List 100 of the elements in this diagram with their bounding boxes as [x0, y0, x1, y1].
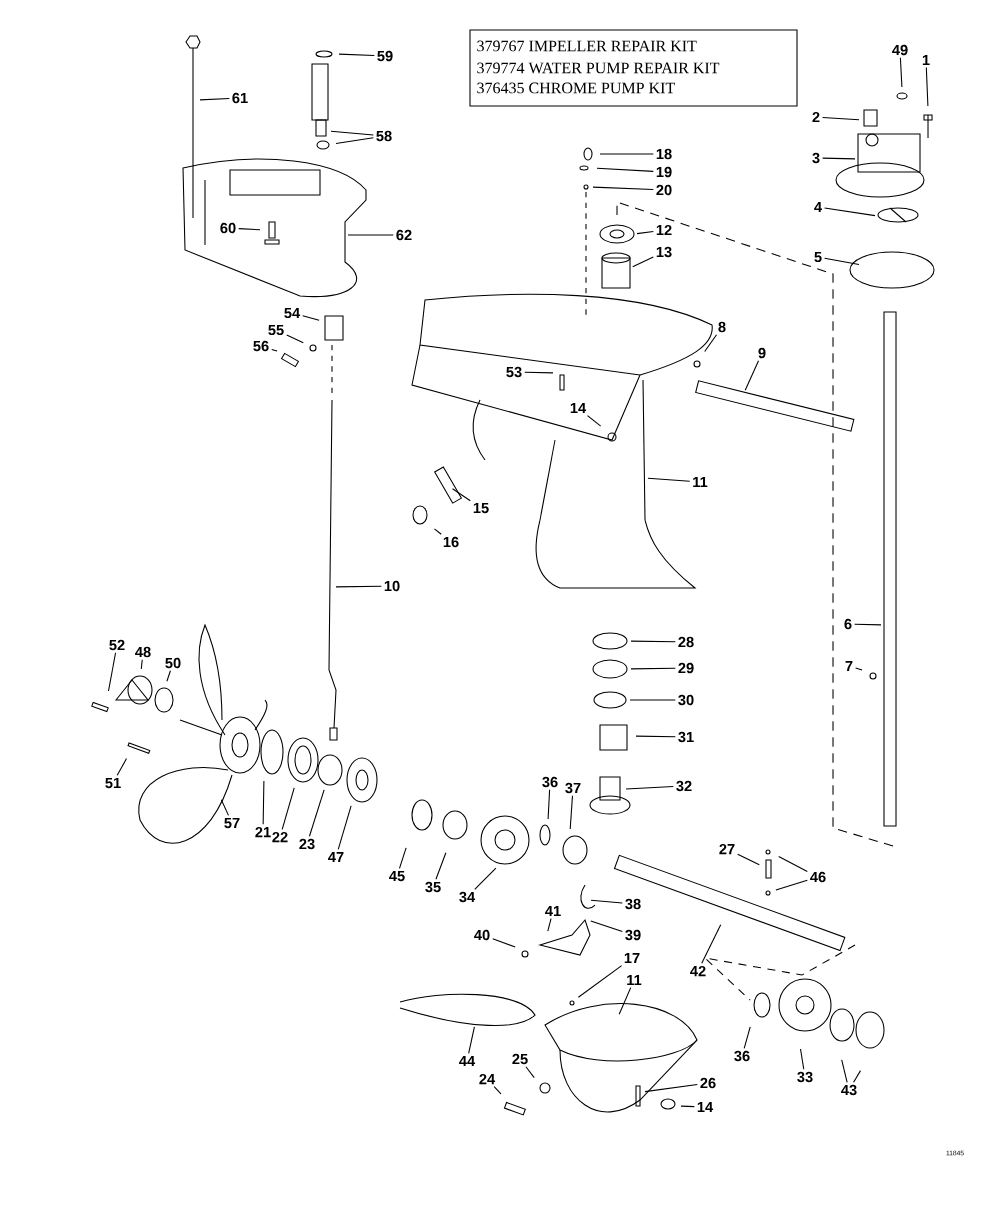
leader-line	[569, 795, 573, 830]
leader-line	[220, 799, 230, 816]
leader-line	[524, 371, 554, 374]
callout-number: 14	[570, 402, 587, 414]
leader-line	[262, 780, 265, 825]
callout-number: 17	[624, 953, 640, 964]
callout-number: 48	[135, 646, 151, 658]
callout-number: 2	[812, 111, 820, 123]
callout-number: 3	[812, 152, 820, 164]
leader-line	[347, 234, 394, 236]
kit-list-box: 379767 IMPELLER REPAIR KIT 379774 WATER PUMP REPAIR KIT 376435 CHROME PUMP KIT	[469, 29, 798, 107]
leader-line	[599, 153, 654, 155]
leader-line	[632, 256, 654, 268]
leader-line	[701, 924, 722, 964]
callout-number: 34	[459, 891, 476, 903]
callout-number: 46	[810, 871, 826, 883]
leader-line	[743, 1026, 751, 1049]
callout-number: 11	[693, 476, 708, 488]
leader-line	[899, 57, 903, 88]
callout-number: 8	[718, 321, 726, 333]
callout-number: 21	[255, 826, 271, 838]
leader-line	[337, 805, 352, 850]
callout-number: 35	[425, 881, 441, 893]
leader-line	[630, 667, 676, 670]
callout-number: 60	[220, 222, 236, 234]
leader-line	[854, 623, 882, 626]
leader-line	[855, 667, 863, 671]
callout-number: 54	[284, 307, 301, 319]
leader-line	[308, 789, 325, 837]
callout-number: 14	[697, 1102, 714, 1113]
callout-number: 7	[845, 660, 853, 672]
leader-line	[618, 987, 632, 1015]
callout-number: 37	[565, 782, 581, 794]
leader-line	[474, 867, 497, 890]
leader-line	[281, 787, 295, 830]
callout-number: 40	[474, 929, 490, 941]
leader-line	[629, 699, 676, 701]
leader-line	[925, 67, 929, 107]
callout-number: 25	[512, 1053, 528, 1065]
callout-number: 62	[396, 229, 412, 241]
callout-number: 38	[625, 898, 641, 910]
leader-line	[822, 157, 856, 160]
leader-line	[493, 1086, 502, 1095]
callout-number: 10	[384, 580, 400, 592]
leader-line	[586, 415, 602, 427]
leader-line	[335, 137, 374, 145]
callout-number: 50	[165, 657, 181, 669]
callout-number: 1	[922, 54, 930, 66]
leader-line	[824, 257, 860, 266]
callout-number: 28	[678, 636, 694, 648]
callout-number: 24	[479, 1073, 496, 1085]
leader-line	[590, 899, 623, 904]
callout-number: 57	[224, 817, 240, 829]
leader-line	[451, 488, 471, 502]
callout-number: 31	[678, 731, 694, 743]
callout-number: 53	[506, 366, 522, 378]
leader-line	[116, 758, 128, 776]
callout-number: 16	[443, 536, 459, 548]
callout-number: 18	[656, 148, 672, 160]
callout-number: 26	[700, 1077, 716, 1089]
leader-line	[853, 1070, 862, 1083]
leader-line	[704, 334, 718, 353]
leader-line	[302, 315, 320, 321]
callout-number: 5	[814, 251, 822, 263]
leader-line	[330, 130, 374, 136]
leader-line	[107, 652, 117, 692]
leader-line	[547, 789, 551, 820]
callout-number: 56	[253, 340, 269, 352]
leader-line	[592, 186, 654, 191]
callout-number: 13	[656, 246, 672, 258]
callout-number: 39	[625, 929, 641, 941]
callout-number: 59	[377, 50, 393, 62]
callout-number: 61	[232, 92, 248, 104]
callout-number: 19	[656, 166, 672, 178]
callout-number: 20	[656, 184, 672, 196]
callout-number: 6	[844, 618, 852, 630]
leader-line	[577, 965, 623, 998]
leader-line	[841, 1059, 848, 1083]
leader-line	[647, 477, 691, 482]
callout-number: 27	[719, 843, 735, 855]
callout-number: 42	[690, 965, 706, 977]
callout-number: 36	[542, 776, 558, 788]
callout-number: 47	[328, 852, 344, 863]
leader-line	[822, 116, 860, 121]
leader-line	[140, 659, 143, 670]
leader-line	[335, 585, 382, 588]
callout-number: 36	[734, 1050, 750, 1062]
leader-line	[590, 920, 623, 932]
leader-line	[635, 735, 676, 738]
callout-number: 33	[797, 1071, 813, 1083]
callout-number: 52	[109, 639, 125, 651]
leader-line	[547, 918, 552, 932]
leader-line	[271, 348, 278, 352]
callout-number: 55	[268, 324, 284, 336]
leader-line	[525, 1066, 535, 1079]
callout-number: 49	[892, 44, 908, 56]
leader-line	[199, 97, 230, 101]
leader-line	[775, 879, 808, 891]
callout-number: 4	[814, 201, 822, 213]
leader-line	[468, 1026, 475, 1054]
